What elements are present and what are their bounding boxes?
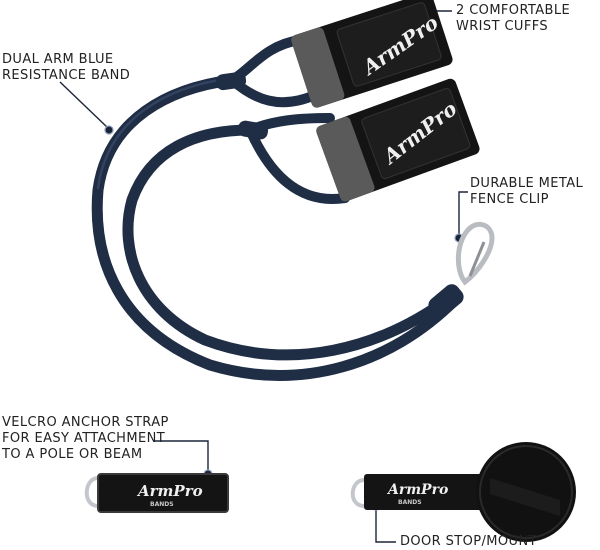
door-strap (364, 474, 504, 510)
callout-fence-clip: DURABLE METAL FENCE CLIP (470, 176, 583, 208)
band-inner-strand (122, 124, 458, 361)
callout-velcro-strap: VELCRO ANCHOR STRAP FOR EASY ATTACHMENT … (2, 415, 169, 463)
callout-wrist-cuffs: 2 COMFORTABLE WRIST CUFFS (456, 3, 570, 35)
door-brand-sub: BANDS (398, 499, 422, 506)
strap-edge (97, 473, 229, 513)
callout-resistance-band-line1: DUAL ARM BLUE (2, 52, 114, 67)
callout-fence-clip-line2: FENCE CLIP (470, 192, 549, 207)
clip-leader-line (458, 191, 468, 236)
fence-clip (455, 221, 495, 286)
lower-sleeve (237, 120, 269, 140)
clip-body (455, 221, 495, 286)
resistance-band (91, 35, 464, 381)
callout-door-stop: DOOR STOP/MOUNT (400, 534, 537, 550)
callout-resistance-band: DUAL ARM BLUE RESISTANCE BAND (2, 52, 130, 84)
callout-fence-clip-line1: DURABLE METAL (470, 176, 584, 191)
door-leader-line (375, 508, 396, 543)
cuff-upper-velcro (291, 27, 345, 108)
door-brand: ArmPro (386, 482, 448, 498)
callout-wrist-cuffs-line1: 2 COMFORTABLE (456, 3, 571, 18)
strap-body (98, 474, 228, 512)
upper-sleeve (215, 71, 247, 91)
cuff-lower-inner (361, 87, 471, 180)
band-leader-line (59, 81, 109, 129)
wrist-cuff-upper: ArmPro (291, 0, 453, 108)
door-disc-strap-wrap (490, 478, 560, 516)
clip-gate (468, 241, 486, 277)
callout-wrist-cuffs-line2: WRIST CUFFS (456, 19, 549, 34)
strap-brand-sub: BANDS (150, 501, 174, 508)
callout-resistance-band-line2: RESISTANCE BAND (2, 68, 131, 83)
band-dot (104, 125, 114, 135)
cuff-lower-velcro (316, 116, 375, 202)
strap-d-ring (84, 476, 99, 508)
door-d-ring (350, 478, 365, 508)
callout-door-stop-line1: DOOR STOP/MOUNT (400, 534, 537, 549)
door-disc-rim (479, 445, 573, 539)
wrist-cuff-lower: ArmPro (316, 78, 480, 202)
door-stop-mount: ArmPro BANDS (350, 442, 576, 542)
velcro-leader-line (154, 440, 209, 472)
velcro-anchor-strap: ArmPro BANDS (84, 473, 229, 513)
band-outer-highlight (96, 76, 234, 190)
band-outer-strand (91, 74, 461, 381)
clip-sleeve (428, 284, 464, 318)
callout-velcro-strap-line3: TO A POLE OR BEAM (2, 447, 143, 462)
callout-velcro-strap-line1: VELCRO ANCHOR STRAP (2, 415, 169, 430)
cuff-upper-inner (336, 2, 442, 87)
strap-brand: ArmPro (136, 482, 203, 500)
callout-velcro-strap-line2: FOR EASY ATTACHMENT (2, 431, 166, 446)
